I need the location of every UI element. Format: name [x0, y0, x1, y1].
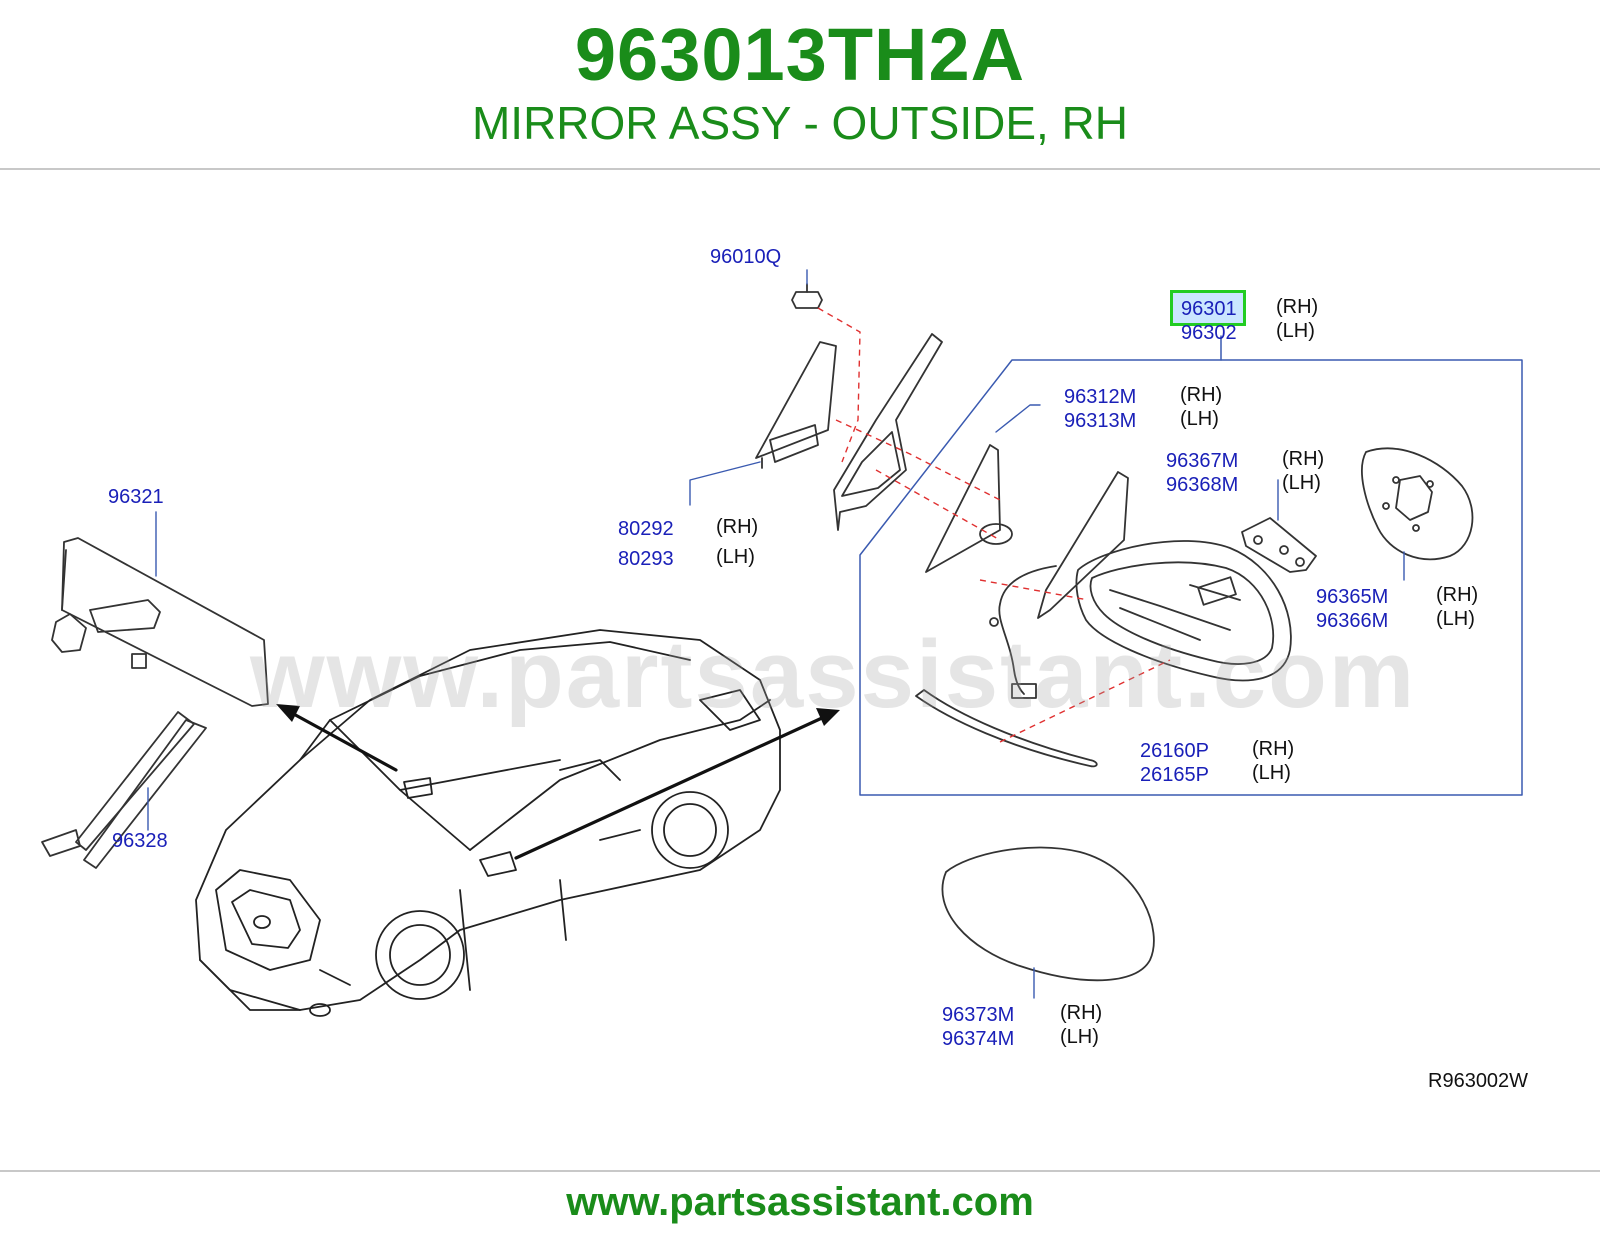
pointer-arrows — [288, 710, 824, 860]
inside-mirror-96321 — [61, 537, 269, 707]
side-rh-96312M: (RH) — [1180, 384, 1223, 406]
mirror-base — [1037, 471, 1129, 619]
footer-url-link[interactable]: www.partsassistant.com — [566, 1180, 1034, 1224]
door-frame — [833, 333, 943, 531]
side-rh-96367M: (RH) — [1282, 448, 1325, 470]
turn-signal-26160P — [915, 689, 1098, 768]
watermark: www.partsassistant.com — [250, 621, 1417, 728]
cover-96328 — [75, 711, 195, 851]
label-96301[interactable]: 96301 — [1181, 298, 1237, 320]
label-26165P[interactable]: 26165P — [1140, 764, 1209, 786]
diagram-reference-code: R963002W — [1428, 1070, 1529, 1092]
label-96366M[interactable]: 96366M — [1316, 610, 1389, 632]
label-80292[interactable]: 80292 — [618, 518, 674, 540]
clip-96010Q — [791, 283, 823, 309]
side-rh-26160P: (RH) — [1252, 738, 1295, 760]
side-lh-96313M: (LH) — [1180, 408, 1219, 430]
label-96365M[interactable]: 96365M — [1316, 586, 1389, 608]
dashed-leaders — [817, 307, 1171, 743]
corner-finisher-80292 — [755, 341, 837, 459]
label-80293[interactable]: 80293 — [618, 548, 674, 570]
side-rh-80292: (RH) — [716, 516, 759, 538]
mirror-group-box — [859, 359, 1523, 796]
gasket-96312M — [925, 444, 1001, 573]
label-26160P[interactable]: 26160P — [1140, 740, 1209, 762]
side-lh-96366M: (LH) — [1436, 608, 1475, 630]
label-96321[interactable]: 96321 — [108, 486, 164, 508]
side-lh-80293: (LH) — [716, 546, 755, 568]
label-96368M[interactable]: 96368M — [1166, 474, 1239, 496]
highlighted-part-marker[interactable] — [1170, 290, 1246, 326]
side-lh-26165P: (LH) — [1252, 762, 1291, 784]
label-96312M[interactable]: 96312M — [1064, 386, 1137, 408]
mirror-housing-96301 — [1075, 540, 1292, 682]
side-rh-96365M: (RH) — [1436, 584, 1479, 606]
footer-divider — [0, 1170, 1600, 1172]
side-rh-96301: (RH) — [1276, 296, 1319, 318]
label-96367M[interactable]: 96367M — [1166, 450, 1239, 472]
mirror-cover-96373M — [941, 846, 1155, 982]
label-96328[interactable]: 96328 — [112, 830, 168, 852]
part-description: MIRROR ASSY - OUTSIDE, RH — [471, 97, 1129, 149]
mirror-glass-96365M — [1361, 447, 1474, 561]
label-96373M[interactable]: 96373M — [942, 1004, 1015, 1026]
header: 963013TH2A MIRROR ASSY - OUTSIDE, RH — [0, 0, 1600, 170]
side-lh-96368M: (LH) — [1282, 472, 1321, 494]
side-lh-96374M: (LH) — [1060, 1026, 1099, 1048]
side-lh-96302: (LH) — [1276, 320, 1315, 342]
actuator-96367M — [1241, 517, 1317, 573]
label-96313M[interactable]: 96313M — [1064, 410, 1137, 432]
part-number-title: 963013TH2A — [574, 13, 1026, 96]
label-96374M[interactable]: 96374M — [942, 1028, 1015, 1050]
label-96010Q[interactable]: 96010Q — [710, 246, 782, 268]
header-divider — [0, 168, 1600, 170]
label-96302[interactable]: 96302 — [1181, 322, 1237, 344]
side-rh-96373M: (RH) — [1060, 1002, 1103, 1024]
car-illustration — [195, 629, 781, 1017]
